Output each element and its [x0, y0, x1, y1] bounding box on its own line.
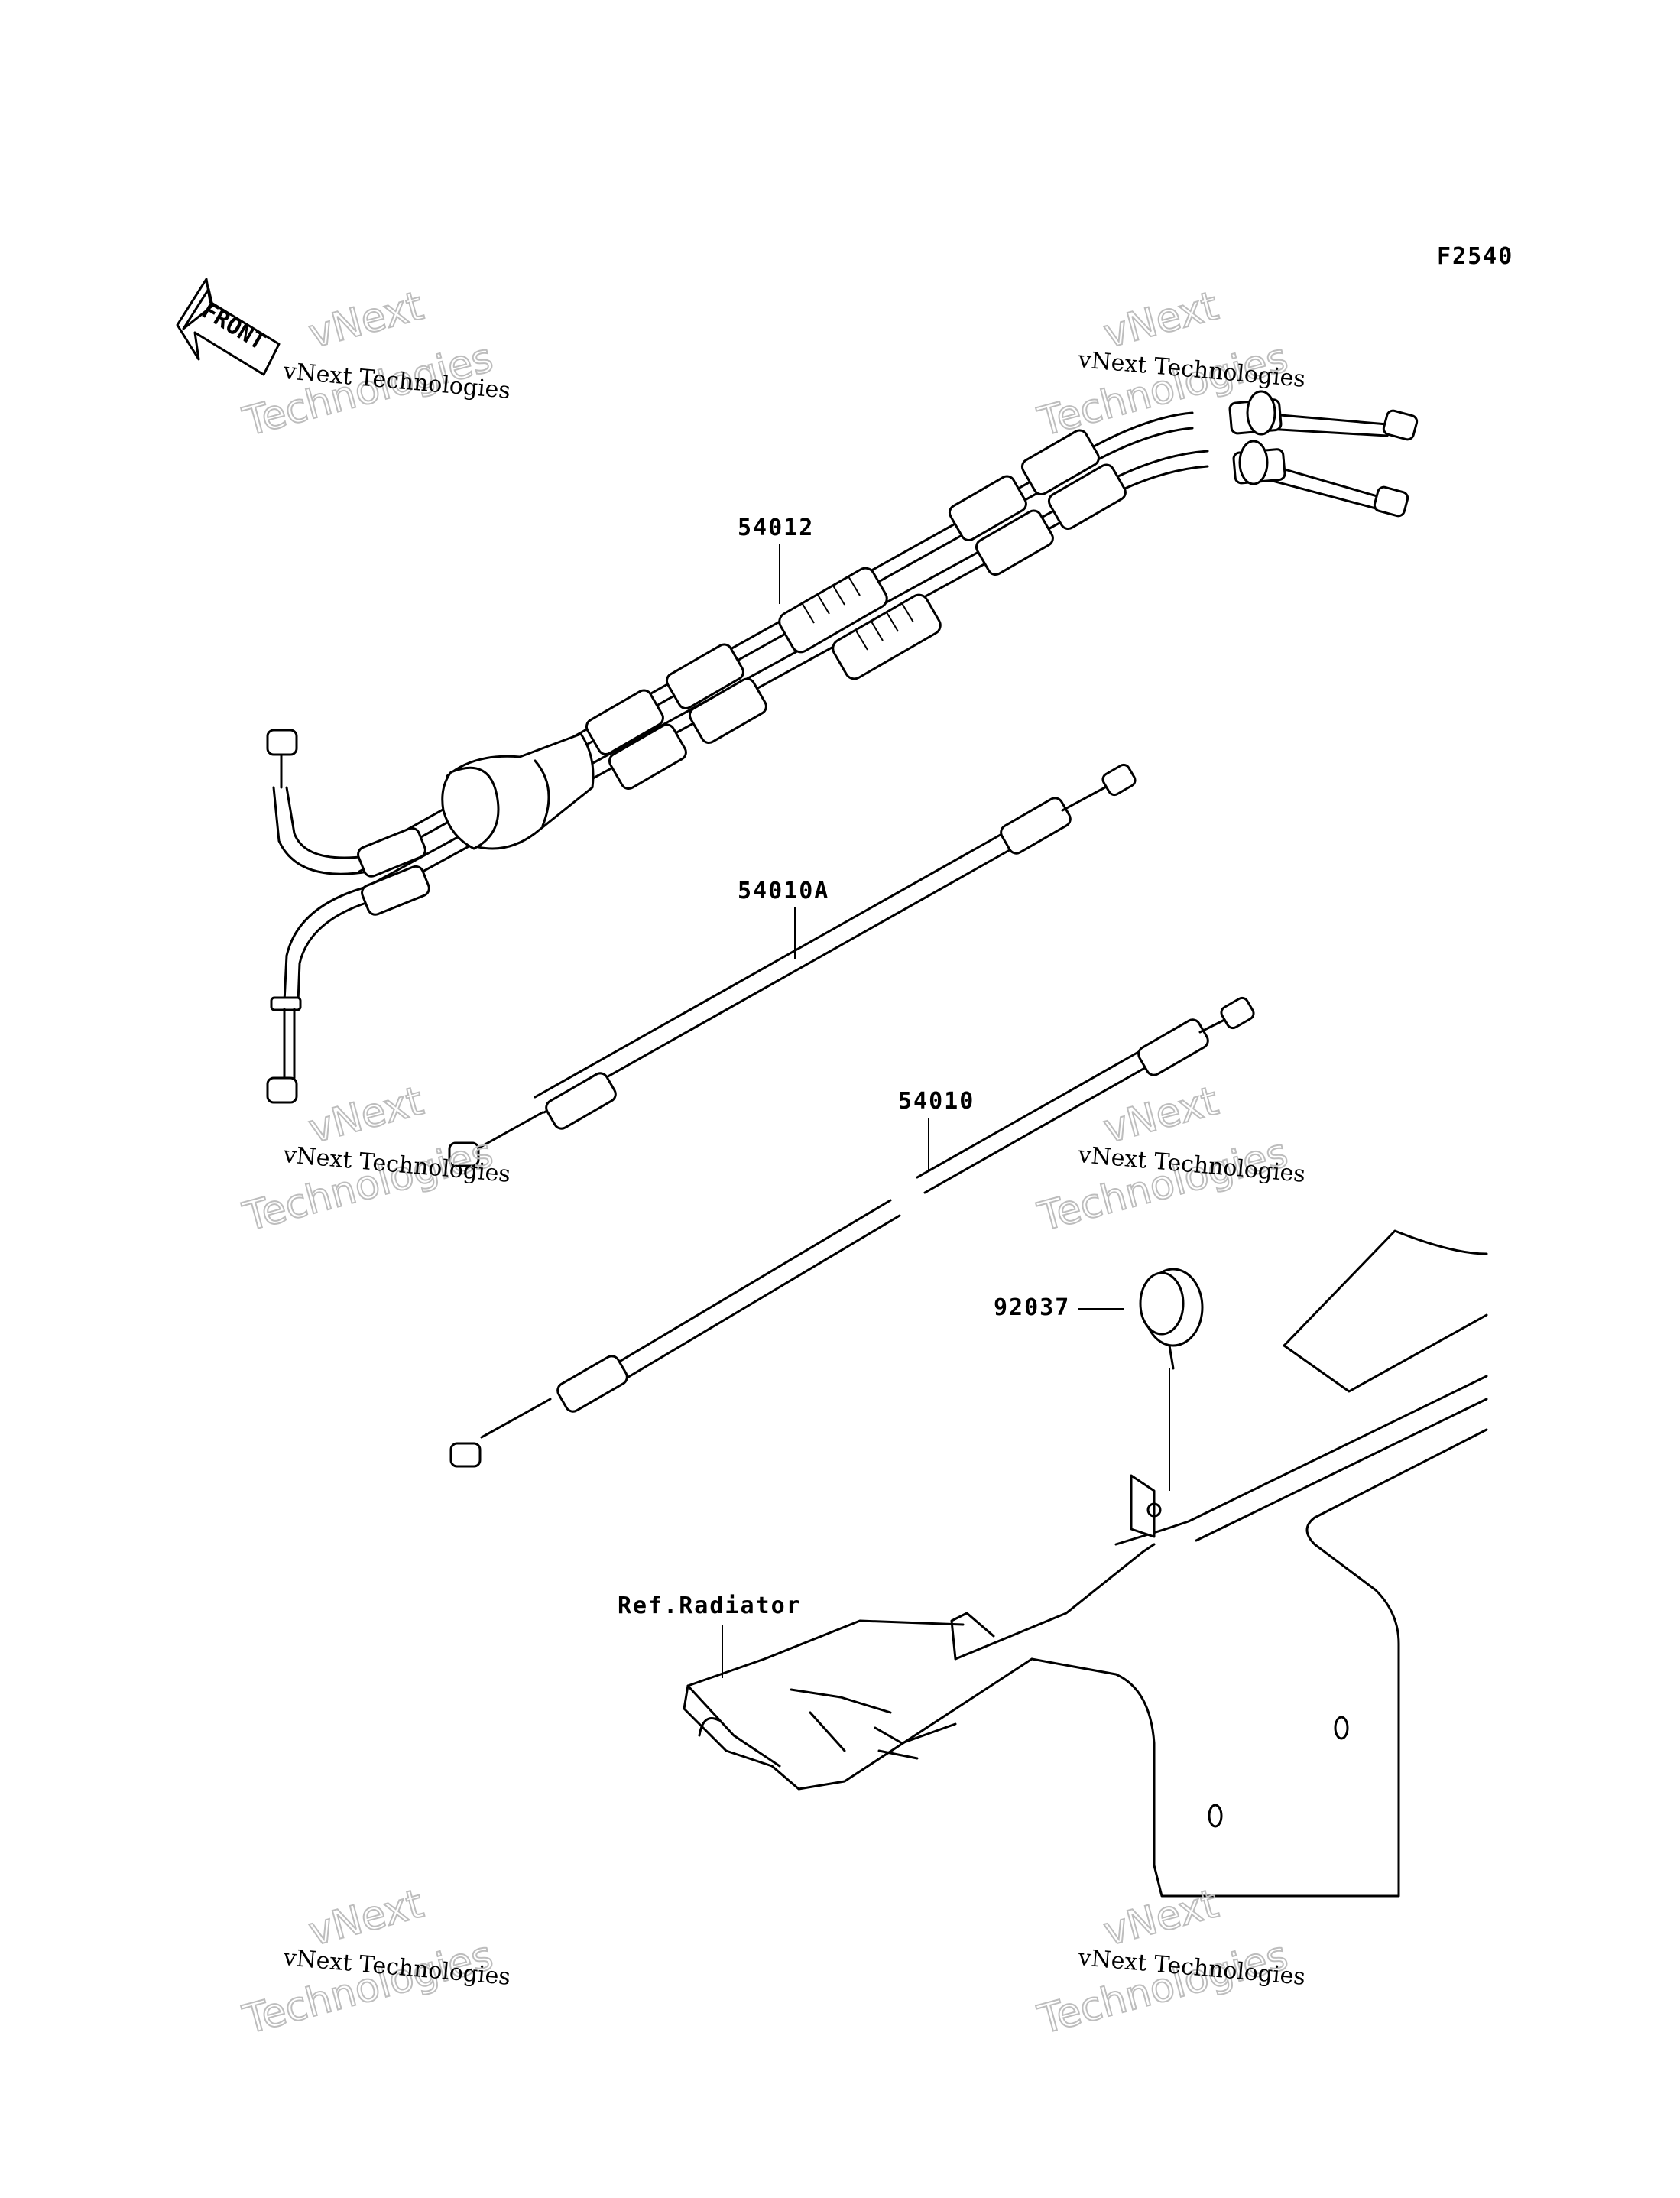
- part-label-ref-radiator: Ref.Radiator: [618, 1592, 802, 1619]
- clamp-92037-drawing: [1139, 1268, 1204, 1491]
- watermark-top-left: vNext Technologies vNext Technologies: [238, 282, 511, 446]
- svg-text:Technologies: Technologies: [238, 1130, 498, 1241]
- watermark-bottom-left: vNext Technologies vNext Technologies: [238, 1880, 511, 2044]
- part-label-92037: 92037: [994, 1294, 1070, 1321]
- figure-code: F2540: [1437, 243, 1513, 270]
- part-label-54012: 54012: [738, 515, 814, 541]
- front-arrow-icon: FRONT: [176, 278, 281, 376]
- svg-text:vNext: vNext: [1099, 283, 1223, 357]
- svg-text:Technologies: Technologies: [1033, 1933, 1292, 2044]
- svg-text:vNext: vNext: [304, 1078, 428, 1152]
- watermark-bottom-right: vNext Technologies vNext Technologies: [1033, 1880, 1306, 2044]
- svg-text:Technologies: Technologies: [238, 1933, 498, 2044]
- throttle-cables-drawing: [266, 390, 1419, 1104]
- svg-text:vNext: vNext: [304, 283, 428, 357]
- cable-54010-drawing: [449, 996, 1255, 1468]
- part-label-54010: 54010: [898, 1088, 975, 1115]
- watermark-mid-right: vNext Technologies vNext Technologies: [1033, 1077, 1306, 1242]
- svg-text:vNext: vNext: [1099, 1078, 1223, 1152]
- svg-text:vNext: vNext: [304, 1881, 428, 1955]
- svg-text:Technologies: Technologies: [1033, 1130, 1292, 1241]
- part-label-54010a: 54010A: [738, 878, 829, 904]
- cable-54010a-drawing: [448, 763, 1137, 1167]
- radiator-frame-drawing: [683, 1229, 1488, 1898]
- junction-boot: [441, 732, 595, 850]
- cable-adjuster: [778, 567, 942, 680]
